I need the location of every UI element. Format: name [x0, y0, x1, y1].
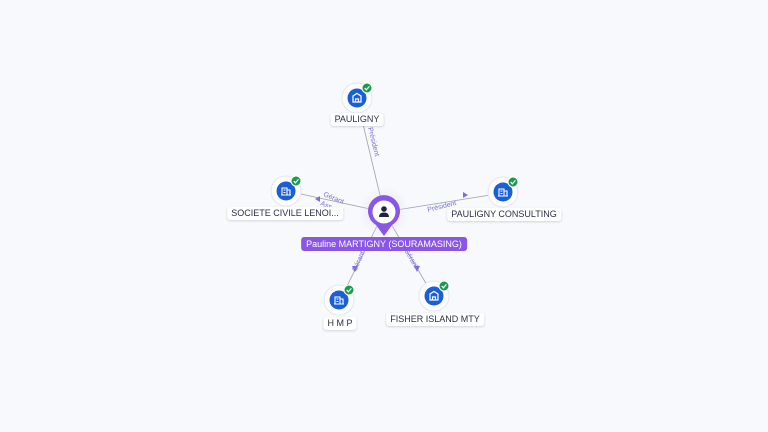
person-node[interactable] [358, 186, 410, 238]
company-node-sci-lenoir[interactable] [270, 175, 302, 207]
company-label-fisher-island: FISHER ISLAND MTY [386, 313, 484, 326]
company-node-pauligny-consulting[interactable] [487, 176, 519, 208]
company-node-pauligny[interactable] [341, 82, 373, 114]
edge-label-sci-lenoir-extra: Ass [319, 200, 333, 211]
company-node-hmp[interactable] [323, 284, 355, 316]
company-icon [424, 286, 444, 306]
company-label-sci-lenoir: SOCIETE CIVILE LENOI... [227, 207, 343, 220]
building-icon [352, 92, 362, 103]
building-icon [334, 296, 344, 305]
building-icon [429, 290, 439, 301]
company-node-fisher-island[interactable] [418, 280, 450, 312]
arrow-hmp [352, 266, 358, 272]
check-badge-icon [438, 280, 450, 292]
check-badge-icon [361, 82, 373, 94]
company-icon [347, 88, 367, 108]
company-label-hmp: H M P [323, 317, 357, 330]
person-icon [379, 206, 389, 217]
arrow-pauligny-consulting [463, 192, 468, 198]
check-badge-icon [507, 176, 519, 188]
person-name-label: Pauline MARTIGNY (SOURAMASING) [301, 237, 467, 251]
check-badge-icon [343, 284, 355, 296]
arrow-sci-lenoir [315, 196, 320, 202]
building-icon [281, 187, 291, 196]
arrow-fisher-island [414, 266, 420, 272]
edge-label-hmp: Gérant [351, 250, 366, 272]
company-label-pauligny-consulting: PAULIGNY CONSULTING [447, 208, 561, 221]
edge-label-pauligny: Président [366, 127, 380, 157]
company-icon [276, 181, 296, 201]
company-icon [493, 182, 513, 202]
building-icon [498, 188, 508, 197]
company-label-pauligny: PAULIGNY [330, 113, 384, 126]
company-icon [329, 290, 349, 310]
check-badge-icon [290, 175, 302, 187]
